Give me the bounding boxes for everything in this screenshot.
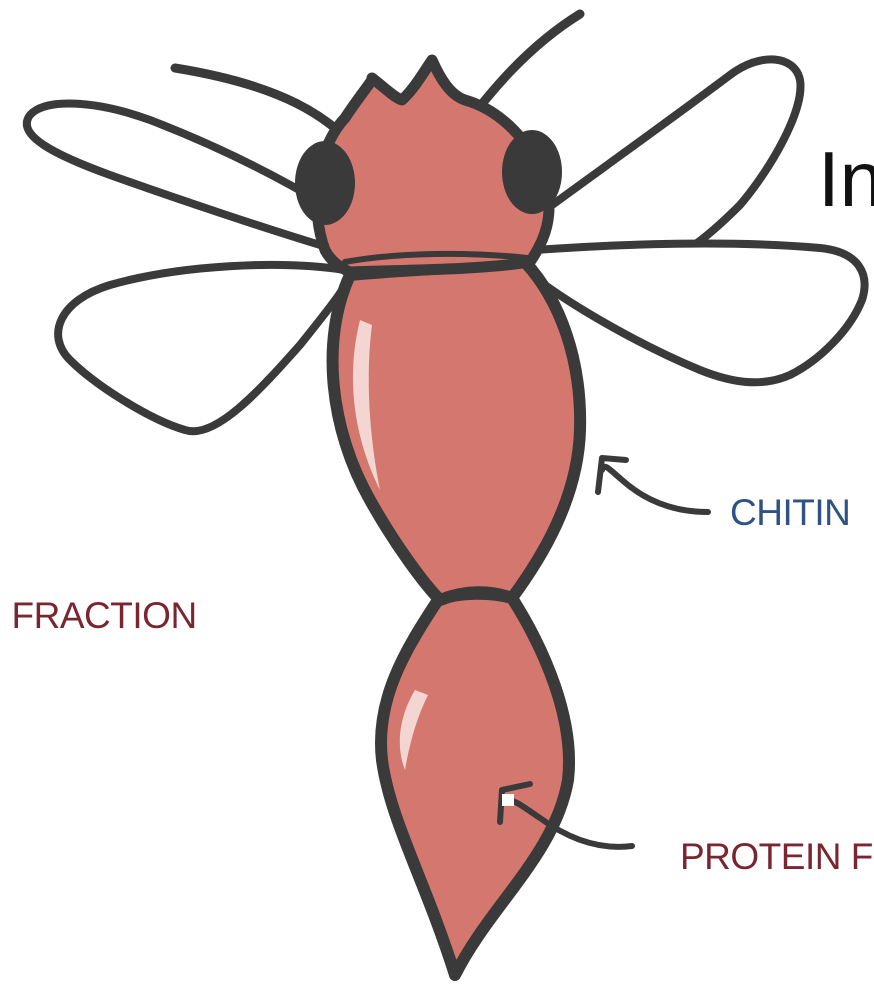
protein-fraction-label: PROTEIN F <box>680 838 873 875</box>
wing-upper-left <box>27 104 330 248</box>
chitin-label: CHITIN <box>730 494 850 531</box>
protein-arrow-highlight <box>502 794 514 806</box>
wing-lower-left <box>58 265 345 431</box>
wing-upper-right <box>548 59 800 248</box>
eye-right <box>502 130 562 214</box>
chitin-arrow <box>602 467 708 512</box>
eye-left <box>295 141 355 225</box>
title-text: In <box>818 140 874 218</box>
wing-lower-right <box>535 244 865 383</box>
lipid-fraction-label: I FRACTION <box>0 597 197 634</box>
abdomen <box>381 594 569 975</box>
